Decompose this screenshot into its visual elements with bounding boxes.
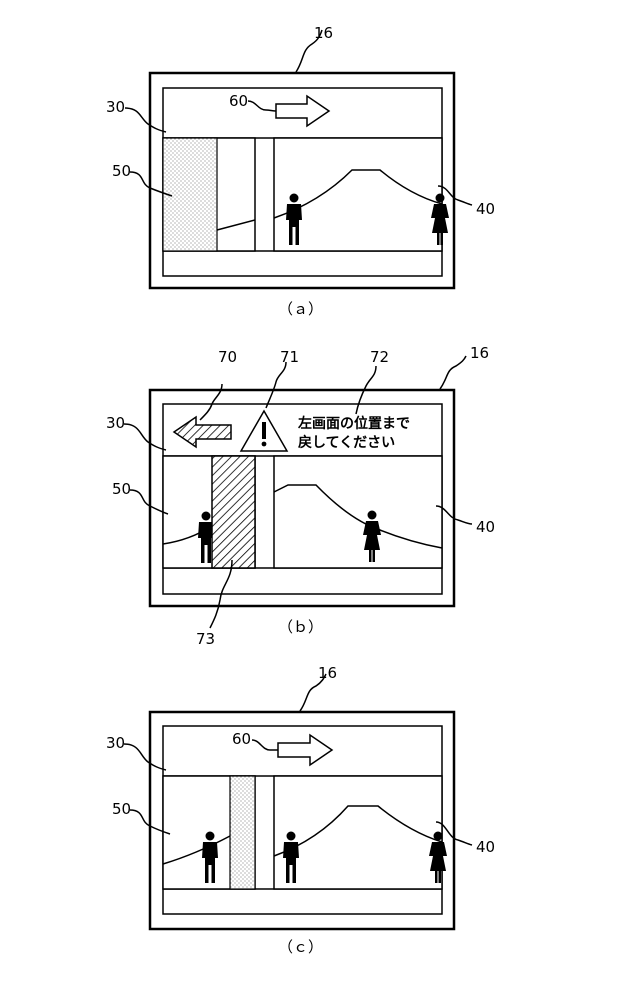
- caption-a: （ａ）: [278, 300, 323, 318]
- leader-60: [251, 739, 278, 751]
- leader-71: [265, 361, 287, 409]
- leader-16: [295, 29, 323, 73]
- leader-40: [435, 821, 473, 846]
- label-30: 30: [106, 414, 125, 432]
- leader-70: [199, 383, 223, 421]
- label-70: 70: [218, 348, 237, 366]
- left-horizon-line: [216, 219, 256, 231]
- right-view: [273, 775, 443, 890]
- message-line-1: 左画面の位置まで: [297, 415, 410, 432]
- leader-50: [129, 171, 173, 197]
- right-view: [273, 137, 443, 252]
- warning-exclamation: [262, 422, 266, 439]
- hatched-obstacle: [211, 455, 256, 569]
- right-arrow-60: [275, 94, 331, 128]
- figure-c: 16 30 50 40 60 （ｃ）: [106, 664, 495, 956]
- label-40: 40: [476, 200, 495, 218]
- leader-50: [129, 809, 171, 835]
- label-50: 50: [112, 800, 131, 818]
- label-71: 71: [280, 348, 299, 366]
- right-view: [273, 455, 443, 569]
- label-16: 16: [314, 24, 333, 42]
- label-30: 30: [106, 98, 125, 116]
- label-60: 60: [229, 92, 248, 110]
- label-40: 40: [476, 838, 495, 856]
- label-40: 40: [476, 518, 495, 536]
- mountain-line: [273, 484, 443, 549]
- label-50: 50: [112, 162, 131, 180]
- leader-30: [123, 423, 167, 451]
- caption-b: （ｂ）: [278, 618, 323, 636]
- label-73: 73: [196, 630, 215, 648]
- label-16: 16: [318, 664, 337, 682]
- label-16: 16: [470, 344, 489, 362]
- dotted-region: [162, 137, 218, 252]
- left-horizon-line: [162, 835, 231, 865]
- leader-60: [247, 100, 277, 112]
- leader-40: [437, 185, 473, 206]
- left-arrow-70: [172, 415, 232, 449]
- leader-30: [123, 743, 167, 771]
- leader-72: [355, 365, 377, 415]
- message-line-2: 戻してください: [297, 434, 395, 451]
- figure-b: 左画面の位置まで 戻してください 16 70 71 72 30 50 40 73…: [106, 344, 495, 648]
- caption-c: （ｃ）: [278, 938, 323, 956]
- mountain-line: [273, 805, 443, 857]
- leader-40: [435, 505, 473, 525]
- leader-50: [129, 489, 169, 515]
- label-50: 50: [112, 480, 131, 498]
- label-30: 30: [106, 734, 125, 752]
- label-72: 72: [370, 348, 389, 366]
- leader-16: [299, 673, 327, 712]
- figure-a: 16 30 50 40 60 （ａ）: [106, 24, 495, 318]
- label-60: 60: [232, 730, 251, 748]
- right-arrow-60: [277, 733, 334, 767]
- dotted-region: [229, 775, 256, 890]
- warning-exclamation-dot: [261, 441, 267, 447]
- leader-30: [124, 107, 167, 133]
- leader-16: [439, 355, 467, 390]
- leader-73: [209, 559, 233, 629]
